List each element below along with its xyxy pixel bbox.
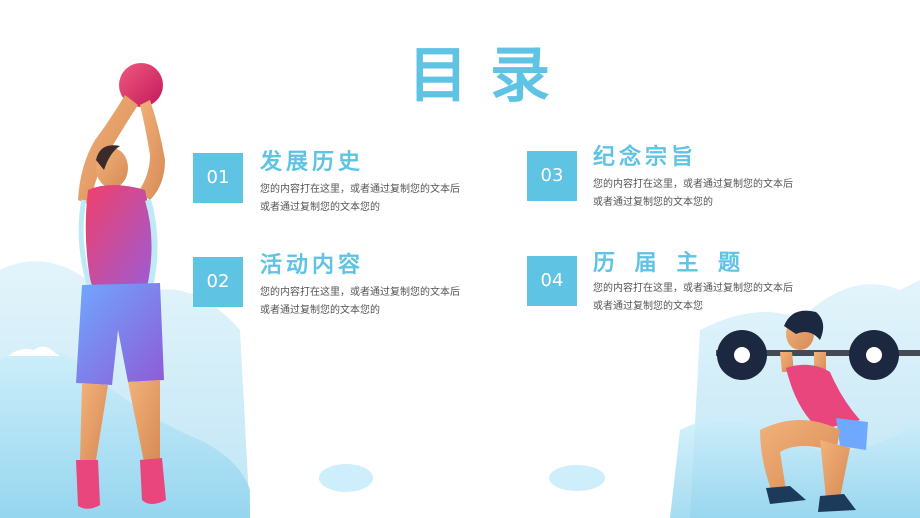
toc-desc-02: 您的内容打在这里，或者通过复制您的文本后 或者通过复制您的文本您的 (260, 284, 500, 320)
toc-desc-04-line1: 您的内容打在这里，或者通过复制您的文本后 (593, 283, 793, 294)
toc-desc-03: 您的内容打在这里，或者通过复制您的文本后 或者通过复制您的文本您的 (593, 176, 833, 212)
toc-title-01: 发展历史 (260, 150, 365, 175)
toc-title-04: 历 届 主 题 (593, 251, 746, 276)
toc-desc-04-line2: 或者通过复制您的文本您 (593, 301, 703, 312)
toc-desc-03-line2: 或者通过复制您的文本您的 (593, 197, 713, 208)
toc-number-04: 04 (527, 256, 577, 306)
toc-number-03: 03 (527, 151, 577, 201)
toc-desc-01: 您的内容打在这里，或者通过复制您的文本后 或者通过复制您的文本您的 (260, 181, 500, 217)
toc-title-03: 纪念宗旨 (593, 145, 698, 170)
page-title: 目录 (408, 41, 572, 111)
toc-desc-01-line2: 或者通过复制您的文本您的 (260, 202, 380, 213)
toc-number-01: 01 (193, 153, 243, 203)
toc-title-02: 活动内容 (260, 253, 365, 278)
toc-desc-01-line1: 您的内容打在这里，或者通过复制您的文本后 (260, 184, 460, 195)
basketball-player-icon (76, 63, 166, 509)
toc-desc-02-line2: 或者通过复制您的文本您的 (260, 305, 380, 316)
toc-desc-04: 您的内容打在这里，或者通过复制您的文本后 或者通过复制您的文本您 (593, 280, 833, 316)
weightlifter-icon (716, 310, 920, 512)
toc-desc-03-line1: 您的内容打在这里，或者通过复制您的文本后 (593, 179, 793, 190)
toc-desc-02-line1: 您的内容打在这里，或者通过复制您的文本后 (260, 287, 460, 298)
toc-number-02: 02 (193, 257, 243, 307)
